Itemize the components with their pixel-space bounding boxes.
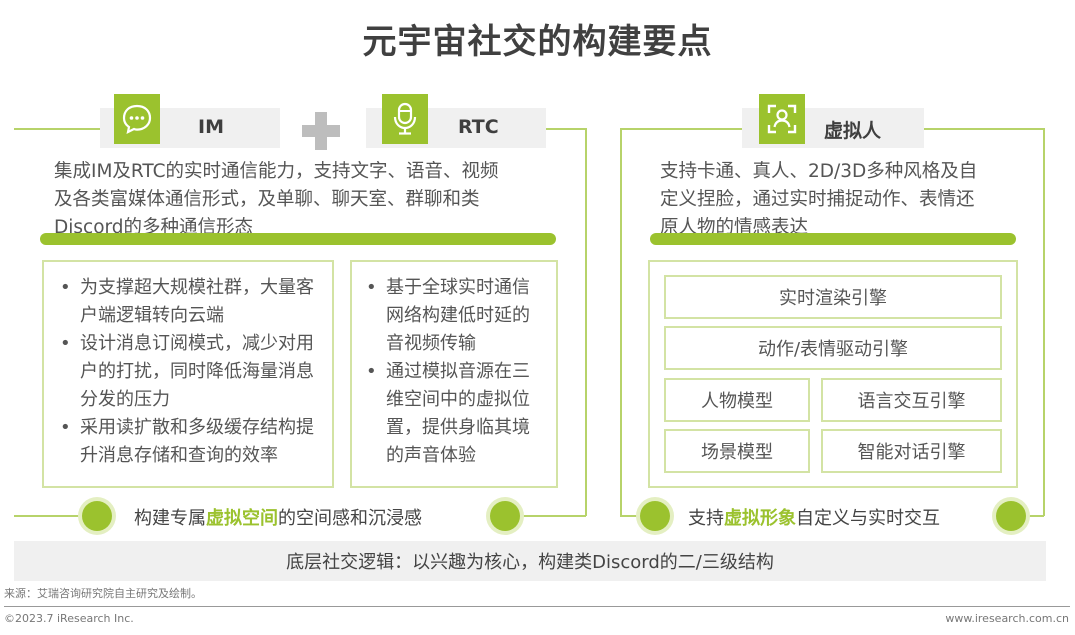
page-title: 元宇宙社交的构建要点 xyxy=(362,22,713,62)
im-point: 设计消息订阅模式，减少对用户的打扰，同时降低海量消息分发的压力 xyxy=(56,330,320,414)
chat-bubble-icon xyxy=(114,94,160,144)
bottom-logic-bar: 底层社交逻辑：以兴趣为核心，构建类Discord的二/三级结构 xyxy=(14,541,1046,581)
im-points-list: 为支撑超大规模社群，大量客户端逻辑转向云端 设计消息订阅模式，减少对用户的打扰，… xyxy=(56,274,320,470)
right-caption-dot-left xyxy=(640,501,670,531)
left-frame-right xyxy=(585,128,587,516)
engine-scene-model: 场景模型 xyxy=(664,429,810,473)
right-frame-top-right xyxy=(924,128,1044,130)
im-label: IM xyxy=(198,116,224,138)
right-frame-right xyxy=(1043,128,1045,516)
right-caption: 支持虚拟形象自定义与实时交互 xyxy=(688,508,940,529)
footer-divider xyxy=(4,606,1070,607)
rtc-points-list: 基于全球实时通信网络构建低时延的音视频传输 通过模拟音源在三维空间中的虚拟位置，… xyxy=(362,274,546,470)
right-frame-top-left xyxy=(620,128,742,130)
caption-highlight: 虚拟形象 xyxy=(724,508,796,529)
website-link[interactable]: www.iresearch.com.cn xyxy=(945,612,1069,625)
source-note: 来源：艾瑞咨询研究院自主研究及绘制。 xyxy=(4,587,202,600)
rtc-label: RTC xyxy=(458,116,499,138)
right-underline-bar xyxy=(650,233,1016,245)
engine-motion-expression: 动作/表情驱动引擎 xyxy=(664,326,1002,370)
right-caption-dot-right xyxy=(996,501,1026,531)
virtual-human-description: 支持卡通、真人、2D/3D多种风格及自 定义捏脸，通过实时捕捉动作、表情还 原人… xyxy=(660,161,978,238)
plus-icon xyxy=(302,112,340,150)
right-frame-bottom-right xyxy=(1026,515,1044,517)
communication-description: 集成IM及RTC的实时通信能力，支持文字、语音、视频 及各类富媒体通信形式，及单… xyxy=(54,161,499,238)
im-point: 采用读扩散和多级缓存结构提升消息存储和查询的效率 xyxy=(56,414,320,470)
engine-intelligent-dialogue: 智能对话引擎 xyxy=(821,429,1002,473)
left-underline-bar xyxy=(40,233,556,245)
left-frame-top-right xyxy=(546,128,586,130)
engine-character-model: 人物模型 xyxy=(664,378,810,422)
left-frame-bottom-right xyxy=(520,515,586,517)
left-frame-top-left xyxy=(14,128,100,130)
virtual-human-label: 虚拟人 xyxy=(824,120,882,142)
caption-highlight: 虚拟空间 xyxy=(206,508,278,529)
engine-language-interaction: 语言交互引擎 xyxy=(821,378,1002,422)
left-caption-dot-left xyxy=(82,501,112,531)
rtc-point: 通过模拟音源在三维空间中的虚拟位置，提供身临其境的声音体验 xyxy=(362,358,546,470)
rtc-point: 基于全球实时通信网络构建低时延的音视频传输 xyxy=(362,274,546,358)
left-caption: 构建专属虚拟空间的空间感和沉浸感 xyxy=(134,508,422,529)
im-point: 为支撑超大规模社群，大量客户端逻辑转向云端 xyxy=(56,274,320,330)
copyright: ©2023.7 iResearch Inc. xyxy=(4,612,134,625)
im-points-box: 为支撑超大规模社群，大量客户端逻辑转向云端 设计消息订阅模式，减少对用户的打扰，… xyxy=(42,260,334,488)
rtc-points-box: 基于全球实时通信网络构建低时延的音视频传输 通过模拟音源在三维空间中的虚拟位置，… xyxy=(350,260,558,488)
microphone-icon xyxy=(382,94,428,144)
face-scan-icon xyxy=(759,94,805,144)
right-frame-left xyxy=(620,128,622,516)
left-caption-dot-right xyxy=(490,501,520,531)
left-frame-bottom-left xyxy=(14,515,82,517)
engine-realtime-rendering: 实时渲染引擎 xyxy=(664,275,1002,319)
right-frame-bottom-left xyxy=(620,515,640,517)
